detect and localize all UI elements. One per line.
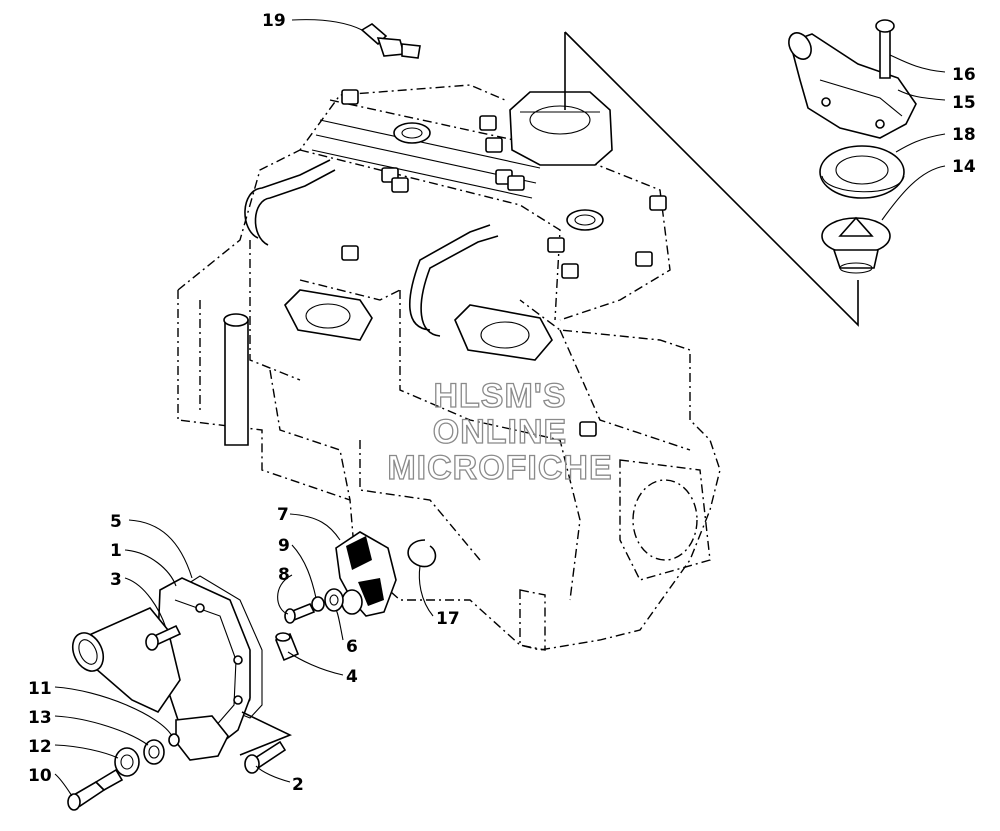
washer-9	[311, 596, 325, 612]
assembly-bracket-lines	[239, 31, 859, 756]
callout-2: 2	[292, 775, 304, 795]
thermostat-14	[821, 216, 891, 274]
callout-14: 14	[952, 157, 976, 177]
leader-lines	[54, 19, 946, 797]
callout-18: 18	[952, 125, 976, 145]
engine-block-outline	[177, 84, 721, 651]
screw-3	[145, 624, 182, 651]
callout-8: 8	[278, 565, 290, 585]
washer-6	[324, 588, 344, 612]
callout-12: 12	[28, 737, 52, 757]
thermostat-cover-15	[788, 32, 917, 139]
screw-2	[244, 740, 287, 774]
thermostat-housing-base	[509, 91, 613, 166]
seal-13	[143, 739, 165, 765]
washer-11	[168, 733, 180, 747]
sleeve-4	[274, 632, 300, 662]
seal-ring-18	[819, 145, 905, 199]
callout-9: 9	[278, 536, 290, 556]
callout-7: 7	[277, 505, 289, 525]
temperature-sensor-19	[360, 23, 421, 59]
callout-6: 6	[346, 637, 358, 657]
drain-plug-10	[67, 768, 124, 811]
callout-15: 15	[952, 93, 976, 113]
callout-3: 3	[110, 570, 122, 590]
cylinder-head-bolts	[341, 89, 667, 437]
callout-16: 16	[952, 65, 976, 85]
seal-12	[114, 747, 140, 777]
callout-10: 10	[28, 766, 52, 786]
bolt-8	[284, 602, 316, 624]
water-pump-housing	[71, 575, 263, 761]
callout-5: 5	[110, 512, 122, 532]
callout-13: 13	[28, 708, 52, 728]
watermark-line-2: ONLINE	[433, 413, 567, 451]
callout-11: 11	[28, 679, 52, 699]
exhaust-flanges	[284, 289, 553, 361]
callout-labels: 19 16 15 18 14 5 1 3 7 9 8 6 4 17 11 13 …	[28, 11, 976, 795]
impeller-7	[335, 531, 397, 617]
callout-4: 4	[346, 667, 358, 687]
callout-1: 1	[110, 541, 122, 561]
bolt-16	[875, 19, 895, 79]
coolant-hoses	[244, 159, 499, 337]
callout-17: 17	[436, 609, 460, 629]
watermark-line-1: HLSM'S	[433, 377, 566, 415]
watermark-line-3: MICROFICHE	[387, 449, 612, 487]
watermark: HLSM'S ONLINE MICROFICHE	[387, 376, 613, 487]
circlip-17	[407, 539, 437, 568]
callout-19: 19	[262, 11, 286, 31]
